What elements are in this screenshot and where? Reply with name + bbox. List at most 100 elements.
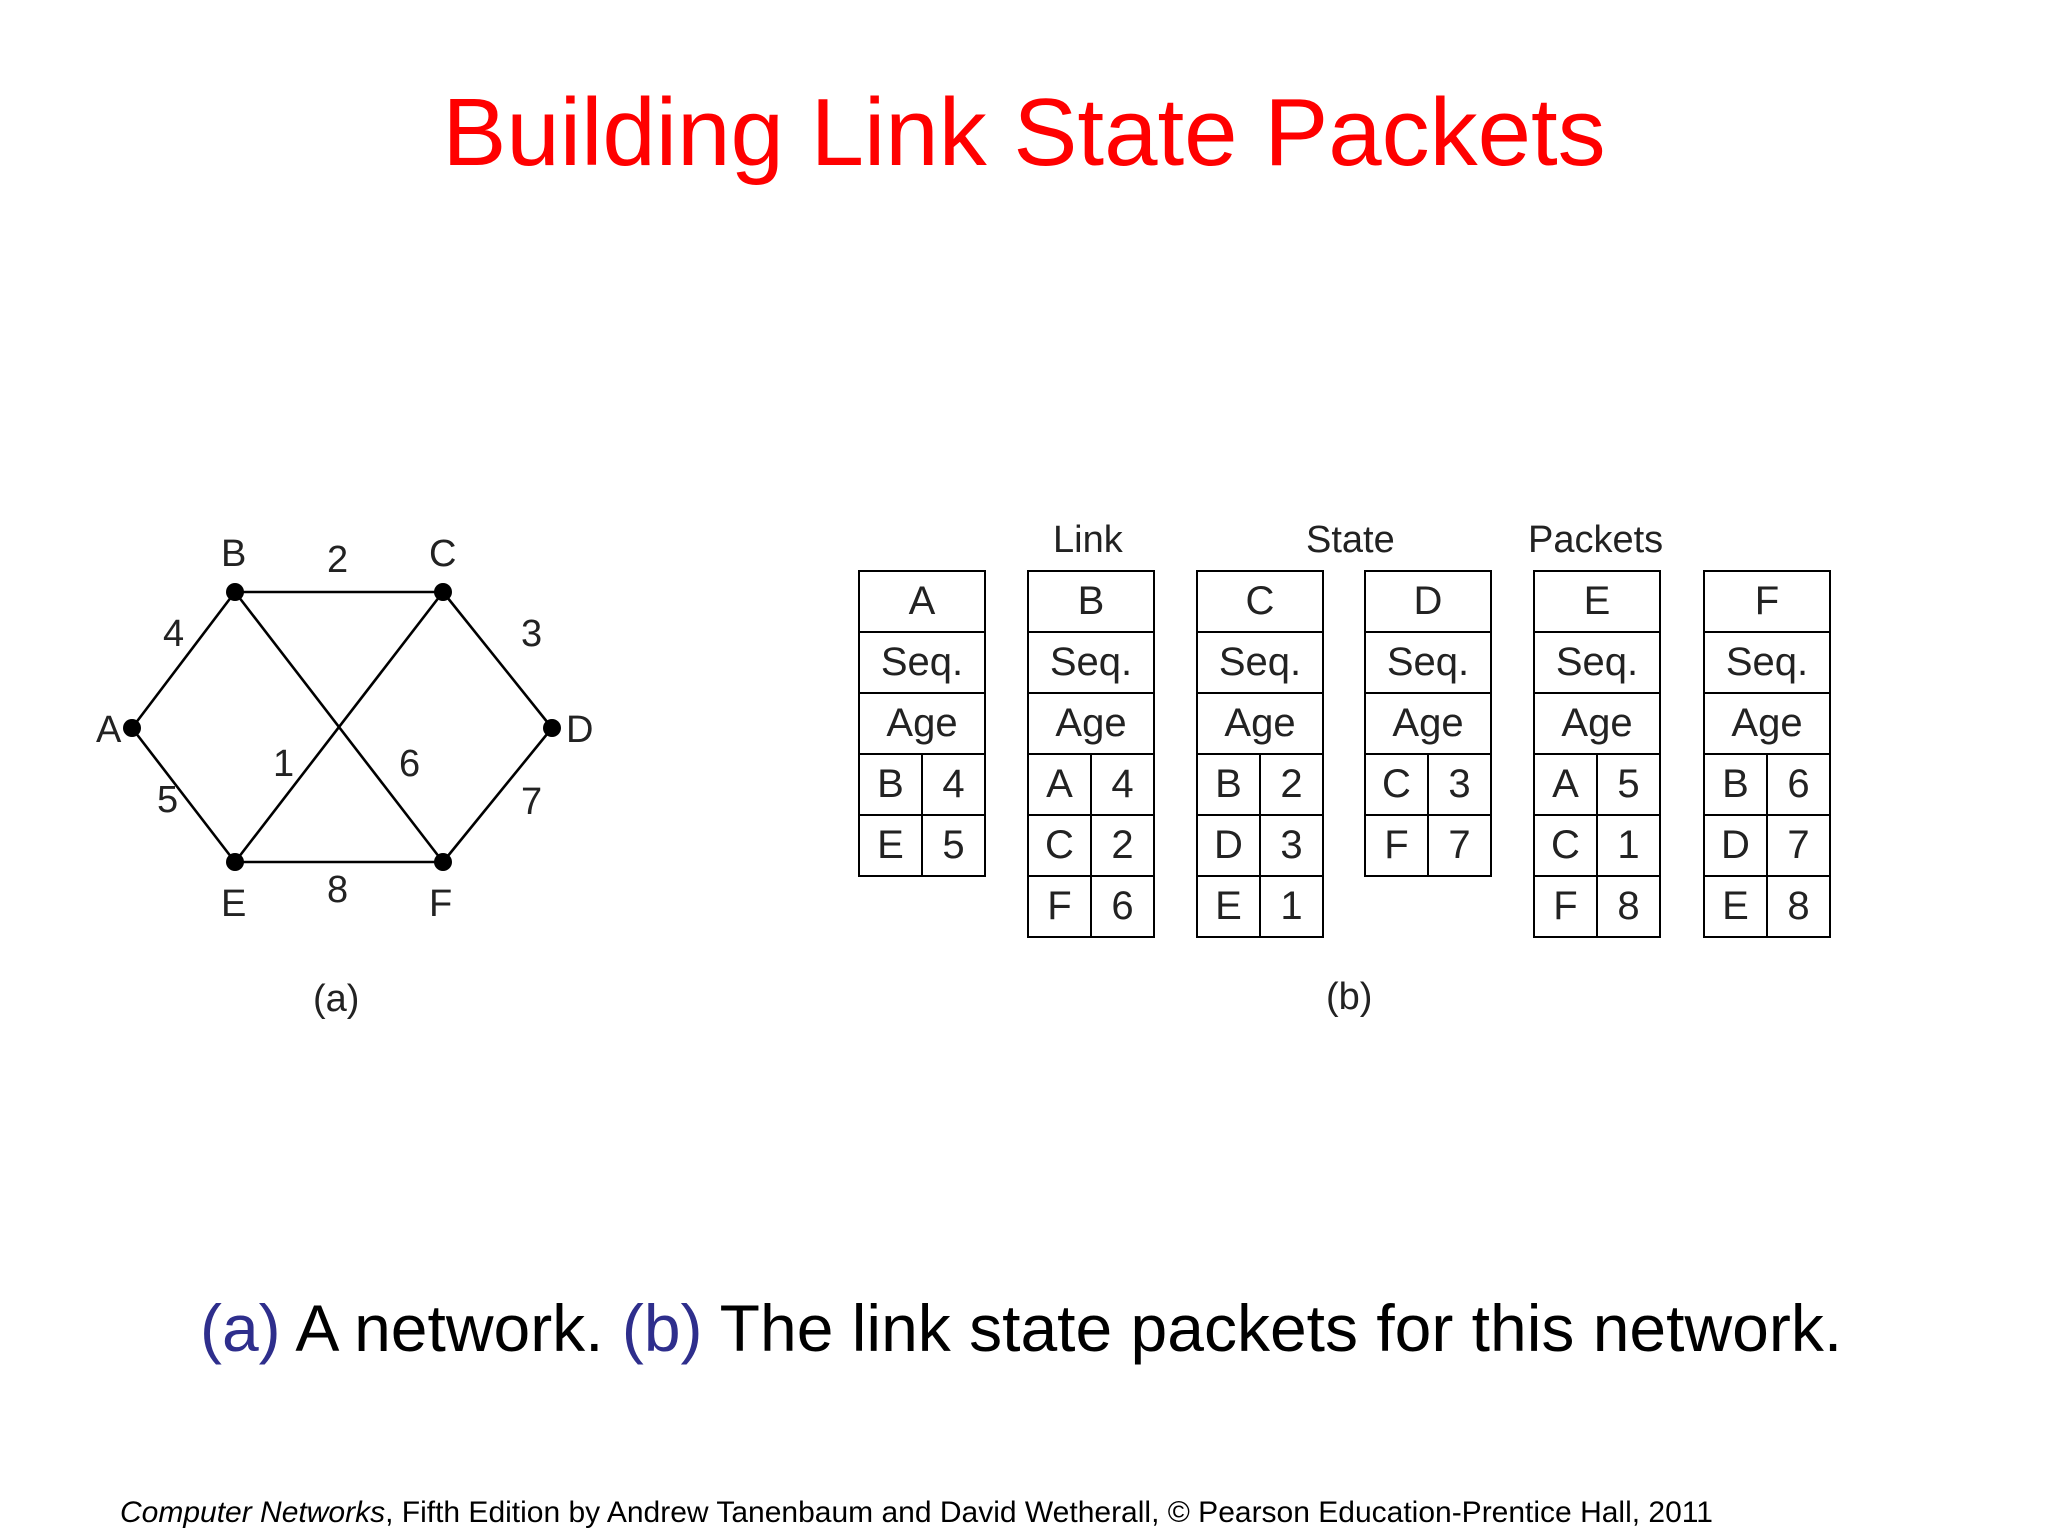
link-cost: 7 xyxy=(1787,823,1810,867)
link-neighbor: A xyxy=(1029,755,1092,814)
link-neighbor: B xyxy=(1705,755,1768,814)
figure-caption: (a) A network. (b) The link state packet… xyxy=(200,1290,1842,1366)
packet-seq-field: Seq. xyxy=(1198,633,1322,694)
node-label-B: B xyxy=(221,533,246,575)
node-label-A: A xyxy=(96,709,122,751)
footer-book-title: Computer Networks xyxy=(120,1496,386,1529)
edge-weight-D-F: 7 xyxy=(521,781,542,823)
link-neighbor: F xyxy=(1366,816,1429,875)
node-B xyxy=(226,583,244,601)
packet-node-id: B xyxy=(1029,572,1153,633)
packet-age-field: Age xyxy=(1198,694,1322,755)
footer-citation: Computer Networks, Fifth Edition by Andr… xyxy=(120,1496,1713,1530)
link-neighbor: F xyxy=(1535,877,1598,936)
edge-weight-B-F: 6 xyxy=(399,743,420,785)
node-E xyxy=(226,853,244,871)
link-cost: 3 xyxy=(1280,823,1303,867)
footer-rest: , Fifth Edition by Andrew Tanenbaum and … xyxy=(385,1496,1713,1529)
header-word-link: Link xyxy=(1053,519,1123,561)
packet-seq-field: Seq. xyxy=(1029,633,1153,694)
caption-text-a: A network. xyxy=(280,1291,622,1365)
edge-weight-A-B: 4 xyxy=(163,613,184,655)
packets-label: (b) xyxy=(1326,976,1373,1018)
packet-age-field: Age xyxy=(1705,694,1829,755)
link-cost: 2 xyxy=(1280,762,1303,806)
node-label-C: C xyxy=(429,533,456,575)
edge-weight-B-C: 2 xyxy=(327,539,348,581)
link-cost: 1 xyxy=(1280,884,1303,928)
link-neighbor: B xyxy=(1198,755,1261,814)
node-label-D: D xyxy=(566,709,593,751)
link-cost: 5 xyxy=(1617,762,1640,806)
node-D xyxy=(543,719,561,737)
node-label-E: E xyxy=(221,883,246,925)
link-cost: 8 xyxy=(1787,884,1810,928)
packet-seq-field: Seq. xyxy=(1535,633,1659,694)
slide-title: Building Link State Packets xyxy=(442,79,1606,186)
header-word-packets: Packets xyxy=(1528,519,1664,561)
edge-weight-A-E: 5 xyxy=(157,779,178,821)
edge-A-B xyxy=(130,591,237,729)
packet-seq-field: Seq. xyxy=(1705,633,1829,694)
network-graph: A B C D E F 4 5 2 6 3 1 7 8 xyxy=(96,533,593,925)
node-A xyxy=(123,719,141,737)
packet-seq-field: Seq. xyxy=(1366,633,1490,694)
link-neighbor: F xyxy=(1029,877,1092,936)
edge-weight-C-D: 3 xyxy=(521,613,542,655)
packet-node-id: E xyxy=(1535,572,1659,633)
caption-text-b: The link state packets for this network. xyxy=(702,1291,1843,1365)
edge-C-D xyxy=(441,591,554,729)
packet-node-id: D xyxy=(1366,572,1490,633)
link-cost: 6 xyxy=(1111,884,1134,928)
packet-node-id: C xyxy=(1198,572,1322,633)
packet-seq-field: Seq. xyxy=(860,633,984,694)
packet-age-field: Age xyxy=(1535,694,1659,755)
packet-age-field: Age xyxy=(1366,694,1490,755)
link-neighbor: C xyxy=(1029,816,1092,875)
link-neighbor: B xyxy=(860,755,923,814)
edge-weight-E-F: 8 xyxy=(327,869,348,911)
network-nodes: A B C D E F xyxy=(96,533,593,925)
edge-C-E xyxy=(233,591,445,863)
link-neighbor: E xyxy=(1198,877,1261,936)
caption-mark-b: (b) xyxy=(621,1291,703,1365)
link-cost: 1 xyxy=(1617,823,1640,867)
link-cost: 4 xyxy=(1111,762,1134,806)
packet-node-id: F xyxy=(1705,572,1829,633)
node-label-F: F xyxy=(429,883,452,925)
network-weights: 4 5 2 6 3 1 7 8 xyxy=(157,539,542,911)
link-neighbor: D xyxy=(1198,816,1261,875)
link-cost: 4 xyxy=(942,762,965,806)
caption-mark-a: (a) xyxy=(200,1291,281,1365)
network-edges xyxy=(130,590,554,864)
link-neighbor: C xyxy=(1366,755,1429,814)
edge-D-F xyxy=(441,727,554,863)
link-neighbor: A xyxy=(1535,755,1598,814)
edge-weight-C-E: 1 xyxy=(273,743,294,785)
link-cost: 6 xyxy=(1787,762,1810,806)
link-cost: 8 xyxy=(1617,884,1640,928)
link-cost: 5 xyxy=(942,823,965,867)
node-C xyxy=(434,583,452,601)
